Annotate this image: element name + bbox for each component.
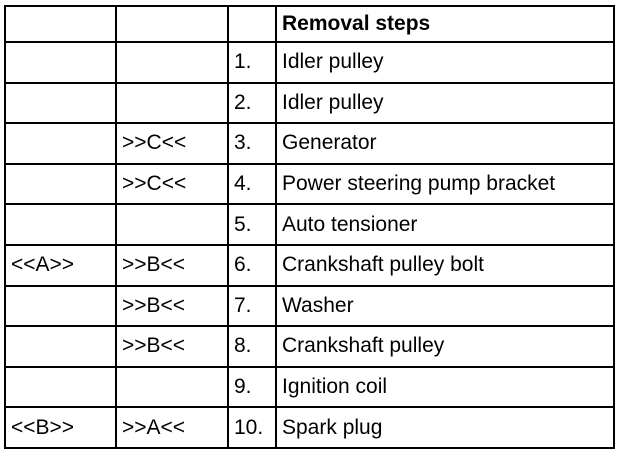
step-text-cell: Power steering pump bracket [275, 162, 615, 206]
install-ref-cell [115, 365, 229, 409]
step-number-cell: 2. [227, 81, 277, 125]
install-ref-cell [115, 41, 229, 84]
removal-ref-cell [4, 81, 117, 125]
table-row: <<A>> >>B<< 6. Crankshaft pulley bolt [4, 243, 615, 287]
install-ref-cell [115, 81, 229, 125]
step-text-cell: Crankshaft pulley [275, 325, 615, 368]
table-row: >>B<< 7. Washer [4, 284, 615, 328]
removal-ref-cell [4, 365, 117, 409]
step-number-cell: 5. [227, 203, 277, 246]
install-ref-cell: >>C<< [115, 162, 229, 206]
step-number-cell: 9. [227, 365, 277, 409]
step-text-cell: Auto tensioner [275, 203, 615, 246]
removal-ref-cell [4, 162, 117, 206]
step-number-cell: 8. [227, 325, 277, 368]
step-text-cell: Crankshaft pulley bolt [275, 243, 615, 287]
table-row: <<B>> >>A<< 10. Spark plug [4, 406, 615, 449]
removal-ref-cell [4, 284, 117, 328]
step-number-cell: 4. [227, 162, 277, 206]
install-ref-cell: >>B<< [115, 325, 229, 368]
install-ref-cell: >>A<< [115, 406, 229, 449]
install-ref-cell: >>B<< [115, 243, 229, 287]
header-cell-number [227, 5, 277, 43]
table-row: 1. Idler pulley [4, 41, 615, 84]
step-text-cell: Ignition coil [275, 365, 615, 409]
table-row: 5. Auto tensioner [4, 203, 615, 246]
step-text-cell: Idler pulley [275, 41, 615, 84]
removal-ref-cell: <<B>> [4, 406, 117, 449]
step-text-cell: Generator [275, 122, 615, 165]
table-row: >>C<< 3. Generator [4, 122, 615, 165]
removal-steps-table: Removal steps 1. Idler pulley 2. Idler p… [4, 5, 615, 449]
install-ref-cell [115, 203, 229, 246]
table-row: >>B<< 8. Crankshaft pulley [4, 325, 615, 368]
step-text-cell: Spark plug [275, 406, 615, 449]
removal-ref-cell [4, 122, 117, 165]
step-number-cell: 3. [227, 122, 277, 165]
install-ref-cell: >>B<< [115, 284, 229, 328]
header-cell-removal-ref [4, 5, 117, 43]
header-cell-install-ref [115, 5, 229, 43]
install-ref-cell: >>C<< [115, 122, 229, 165]
step-number-cell: 7. [227, 284, 277, 328]
step-number-cell: 10. [227, 406, 277, 449]
removal-ref-cell [4, 325, 117, 368]
removal-ref-cell [4, 41, 117, 84]
step-text-cell: Washer [275, 284, 615, 328]
removal-ref-cell: <<A>> [4, 243, 117, 287]
table-header-row: Removal steps [4, 5, 615, 43]
step-number-cell: 1. [227, 41, 277, 84]
removal-ref-cell [4, 203, 117, 246]
table-row: >>C<< 4. Power steering pump bracket [4, 162, 615, 206]
table-row: 9. Ignition coil [4, 365, 615, 409]
step-text-cell: Idler pulley [275, 81, 615, 125]
table-row: 2. Idler pulley [4, 81, 615, 125]
header-removal-steps: Removal steps [275, 5, 615, 43]
step-number-cell: 6. [227, 243, 277, 287]
